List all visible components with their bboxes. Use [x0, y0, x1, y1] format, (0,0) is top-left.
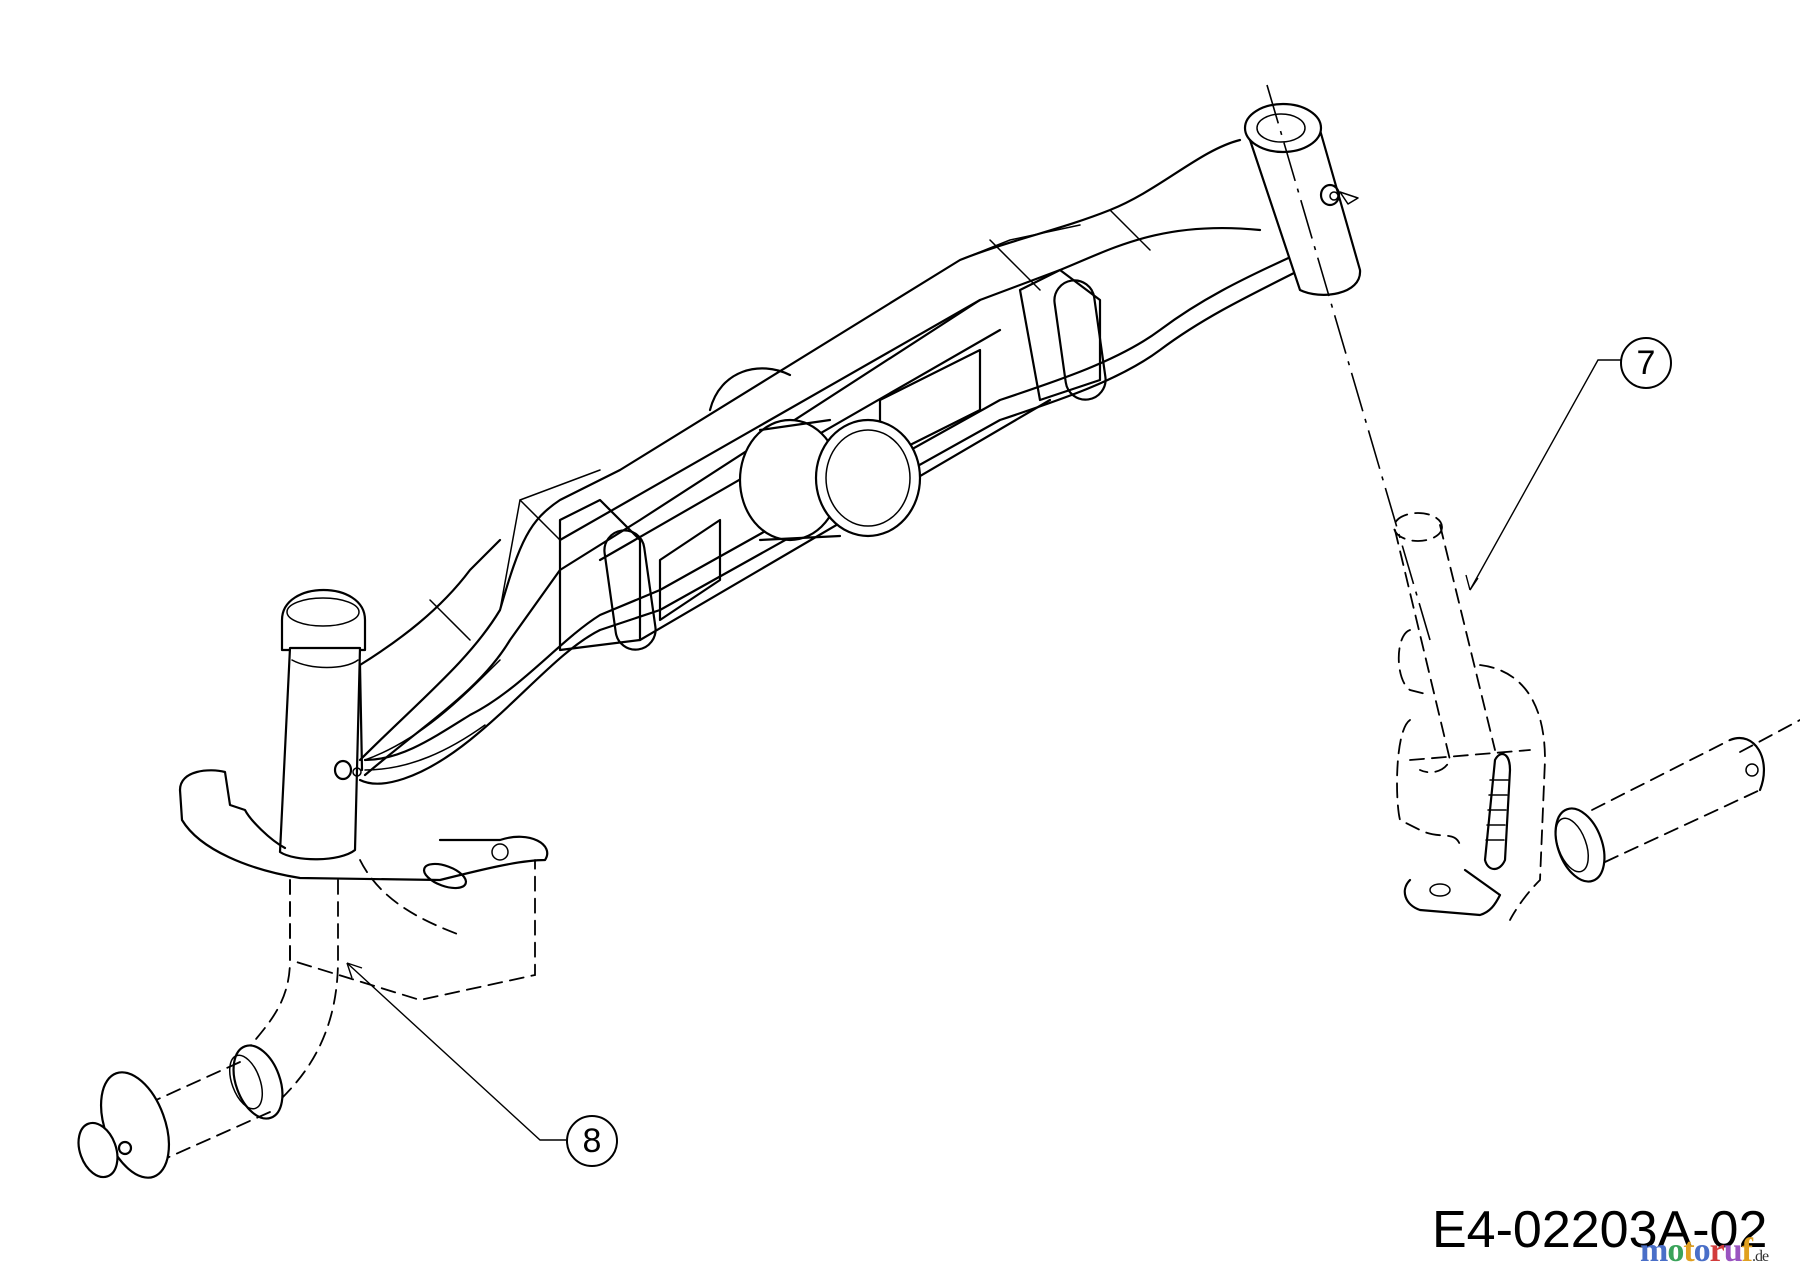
- right-kingpin-boss: [1243, 102, 1362, 296]
- watermark-letter: m: [1640, 1232, 1668, 1269]
- watermark-letter: r: [1709, 1232, 1725, 1269]
- leader-lines: [346, 359, 1622, 1141]
- right-spindle: [1393, 512, 1800, 921]
- leader-8: [346, 962, 566, 1141]
- callout-7-label: 7: [1636, 343, 1656, 382]
- callout-8-label: 8: [582, 1121, 602, 1160]
- center-pivot: [708, 367, 922, 542]
- callout-7[interactable]: 7: [1620, 337, 1672, 389]
- arrow-7-icon: [1465, 574, 1479, 591]
- right-kingpin-centerline: [1266, 84, 1431, 641]
- leader-7: [1469, 359, 1622, 591]
- watermark-letter: f: [1741, 1232, 1753, 1269]
- watermark-logo: motoruf.de: [1640, 1232, 1769, 1270]
- callout-8[interactable]: 8: [566, 1115, 618, 1167]
- watermark-letter: t: [1683, 1232, 1694, 1269]
- arrow-8-icon: [346, 962, 363, 979]
- watermark-letter: o: [1667, 1232, 1684, 1269]
- watermark-tld: .de: [1752, 1248, 1769, 1265]
- left-spindle: [77, 589, 549, 1179]
- watermark-letter: o: [1693, 1232, 1711, 1269]
- watermark-letter: u: [1723, 1232, 1743, 1269]
- drawing-number: E4-02203A-02: [1432, 1201, 1768, 1259]
